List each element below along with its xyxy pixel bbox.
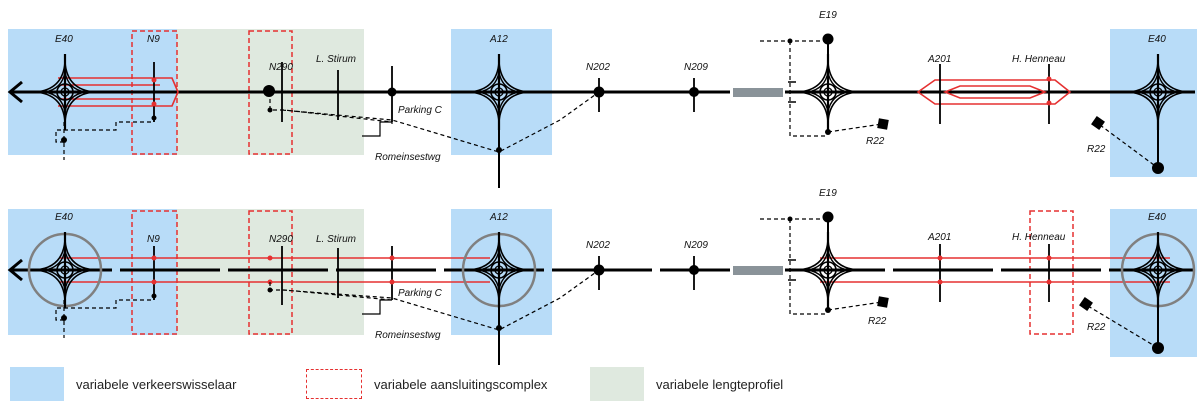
red-ramps-a201 [916, 79, 1072, 105]
red-ramps-e40 [58, 77, 179, 107]
label-a201: A201 [927, 232, 951, 243]
label-e40-right: E40 [1148, 34, 1166, 45]
dashed-links-n9 [55, 118, 155, 160]
label-r22-mid: R22 [866, 136, 885, 147]
label-r22-right: R22 [1087, 144, 1106, 155]
legend-label-verkeerswisselaar: variabele verkeerswisselaar [76, 376, 237, 392]
label-e19: E19 [819, 10, 837, 21]
label-e40-right: E40 [1148, 212, 1166, 223]
legend-label-lengteprofiel: variabele lengteprofiel [656, 376, 784, 392]
zone-verkeerswisselaar-a12 [451, 209, 552, 335]
label-l-stirum: L. Stirum [316, 54, 356, 65]
legend-label-aansluitingscomplex: variabele aansluitingscomplex [374, 376, 548, 392]
label-l-stirum: L. Stirum [316, 234, 356, 245]
row-1: E40 N9 N290 L. Stirum Parking C Romeinse… [7, 10, 1197, 188]
label-r22-right: R22 [1087, 322, 1106, 333]
dashed-links-e19 [760, 218, 883, 315]
zone-verkeerswisselaar-e40-right [1110, 29, 1197, 177]
label-h-henneau: H. Henneau [1012, 232, 1066, 243]
red-parallel-lanes-west [60, 257, 490, 283]
red-parallel-lanes-east [820, 257, 1170, 283]
legend-swatch-blue [10, 367, 64, 401]
label-a12: A12 [489, 34, 508, 45]
label-n202: N202 [586, 240, 610, 251]
label-e40-left: E40 [55, 212, 73, 223]
zone-verkeerswisselaar-e40-left [8, 209, 177, 335]
main-road-arrow [7, 258, 23, 282]
label-a12: A12 [489, 212, 508, 223]
grey-road-segment [733, 266, 783, 275]
zone-lengteprofiel [177, 209, 364, 335]
zone-aansluitingscomplex-n9 [131, 210, 178, 335]
label-n209: N209 [684, 62, 708, 73]
label-n290: N290 [269, 62, 293, 73]
zone-aansluitingscomplex-n290 [248, 210, 293, 335]
label-r22-mid: R22 [868, 316, 887, 327]
dashed-links-e19 [760, 40, 883, 137]
label-h-henneau: H. Henneau [1012, 54, 1066, 65]
label-n209: N209 [684, 240, 708, 251]
label-n9: N9 [147, 34, 160, 45]
legend-item-lengteprofiel: variabele lengteprofiel [590, 366, 783, 402]
label-n9: N9 [147, 234, 160, 245]
main-road-arrow [7, 80, 23, 104]
label-a201: A201 [927, 54, 951, 65]
legend-item-aansluitingscomplex: variabele aansluitingscomplex [306, 366, 547, 402]
dashed-links-n9 [55, 296, 155, 338]
label-e19: E19 [819, 188, 837, 199]
road-network-diagram: E40 N9 N290 L. Stirum Parking C Romeinse… [7, 10, 1197, 365]
label-e40-left: E40 [55, 34, 73, 45]
grey-road-segment [733, 88, 783, 97]
label-romeinsestwg: Romeinsestwg [375, 330, 441, 341]
legend-item-verkeerswisselaar: variabele verkeerswisselaar [10, 366, 236, 402]
dashed-links-parking [269, 91, 600, 153]
label-parking-c: Parking C [398, 105, 443, 116]
label-n202: N202 [586, 62, 610, 73]
legend-swatch-green [590, 367, 644, 401]
zone-aansluitingscomplex-h-henneau [1029, 210, 1074, 335]
label-romeinsestwg: Romeinsestwg [375, 152, 441, 163]
dashed-link-r22-right [1099, 124, 1159, 169]
legend-swatch-red-dashed [306, 369, 362, 399]
row-2: E40 N9 N290 L. Stirum Parking C Romeinse… [7, 188, 1197, 365]
dashed-links-parking [269, 269, 600, 331]
label-n290: N290 [269, 234, 293, 245]
label-parking-c: Parking C [398, 288, 443, 299]
